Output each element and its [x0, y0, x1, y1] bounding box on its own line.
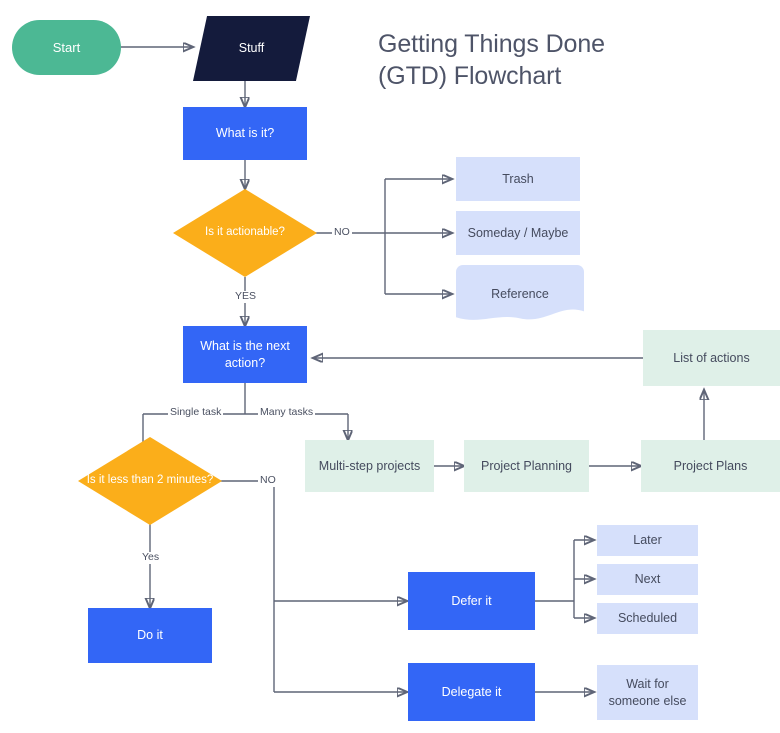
node-project-planning[interactable]: Project Planning — [464, 440, 589, 492]
node-scheduled-label: Scheduled — [617, 611, 678, 626]
node-delegate-it-label: Delegate it — [441, 684, 502, 699]
node-stuff-label: Stuff — [238, 41, 265, 56]
node-what-is-it[interactable]: What is it? — [183, 107, 307, 160]
node-list-of-actions-label: List of actions — [673, 350, 750, 365]
parallelogram-shape — [193, 16, 310, 81]
node-someday-maybe[interactable]: Someday / Maybe — [456, 211, 580, 255]
node-is-it-actionable[interactable]: Is it actionable? — [173, 189, 317, 277]
node-trash[interactable]: Trash — [456, 157, 580, 201]
node-do-it[interactable]: Do it — [88, 608, 212, 663]
node-later-label: Later — [633, 533, 662, 548]
node-project-planning-label: Project Planning — [480, 458, 573, 473]
node-later[interactable]: Later — [597, 525, 698, 556]
node-project-plans[interactable]: Project Plans — [641, 440, 780, 492]
node-multi-step-projects-label: Multi-step projects — [318, 458, 421, 473]
edge-label-no-two-minutes: NO — [258, 474, 278, 487]
node-what-is-the-next-action[interactable]: What is the next action? — [183, 326, 307, 383]
node-next[interactable]: Next — [597, 564, 698, 595]
node-start-label: Start — [52, 39, 81, 55]
node-what-is-it-label: What is it? — [215, 126, 275, 141]
node-is-it-less-than-2-minutes-label: Is it less than 2 minutes? — [86, 474, 214, 487]
node-is-it-actionable-label: Is it actionable? — [205, 226, 285, 239]
node-wait-for-someone-else-label: Wait for someone else — [608, 677, 687, 708]
edge-label-no-actionable: NO — [332, 226, 352, 239]
node-trash-label: Trash — [502, 171, 534, 186]
node-defer-it-label: Defer it — [451, 593, 492, 608]
page-title-line-2: (GTD) Flowchart — [378, 62, 562, 90]
node-list-of-actions[interactable]: List of actions — [643, 330, 780, 386]
node-start[interactable]: Start — [12, 20, 121, 75]
node-do-it-label: Do it — [137, 628, 163, 643]
node-project-plans-label: Project Plans — [673, 458, 748, 473]
page-title-line-1: Getting Things Done — [378, 30, 605, 58]
node-next-label: Next — [634, 572, 661, 587]
edge-label-yes-two-minutes: Yes — [140, 551, 162, 564]
node-what-is-the-next-action-label: What is the next action? — [200, 339, 290, 370]
node-defer-it[interactable]: Defer it — [408, 572, 535, 630]
node-multi-step-projects[interactable]: Multi-step projects — [305, 440, 434, 492]
node-is-it-less-than-2-minutes[interactable]: Is it less than 2 minutes? — [78, 437, 222, 525]
node-delegate-it[interactable]: Delegate it — [408, 663, 535, 721]
node-someday-maybe-label: Someday / Maybe — [467, 225, 569, 240]
node-wait-for-someone-else[interactable]: Wait for someone else — [597, 665, 698, 720]
edge-label-yes-actionable: YES — [233, 290, 259, 303]
node-reference[interactable]: Reference — [456, 265, 584, 323]
node-scheduled[interactable]: Scheduled — [597, 603, 698, 634]
page-title: Getting Things Done (GTD) Flowchart — [378, 28, 698, 92]
node-reference-label: Reference — [491, 286, 549, 301]
node-stuff[interactable]: Stuff — [193, 16, 310, 81]
edge-label-single-task: Single task — [168, 406, 224, 419]
edge-label-many-tasks: Many tasks — [258, 406, 316, 419]
